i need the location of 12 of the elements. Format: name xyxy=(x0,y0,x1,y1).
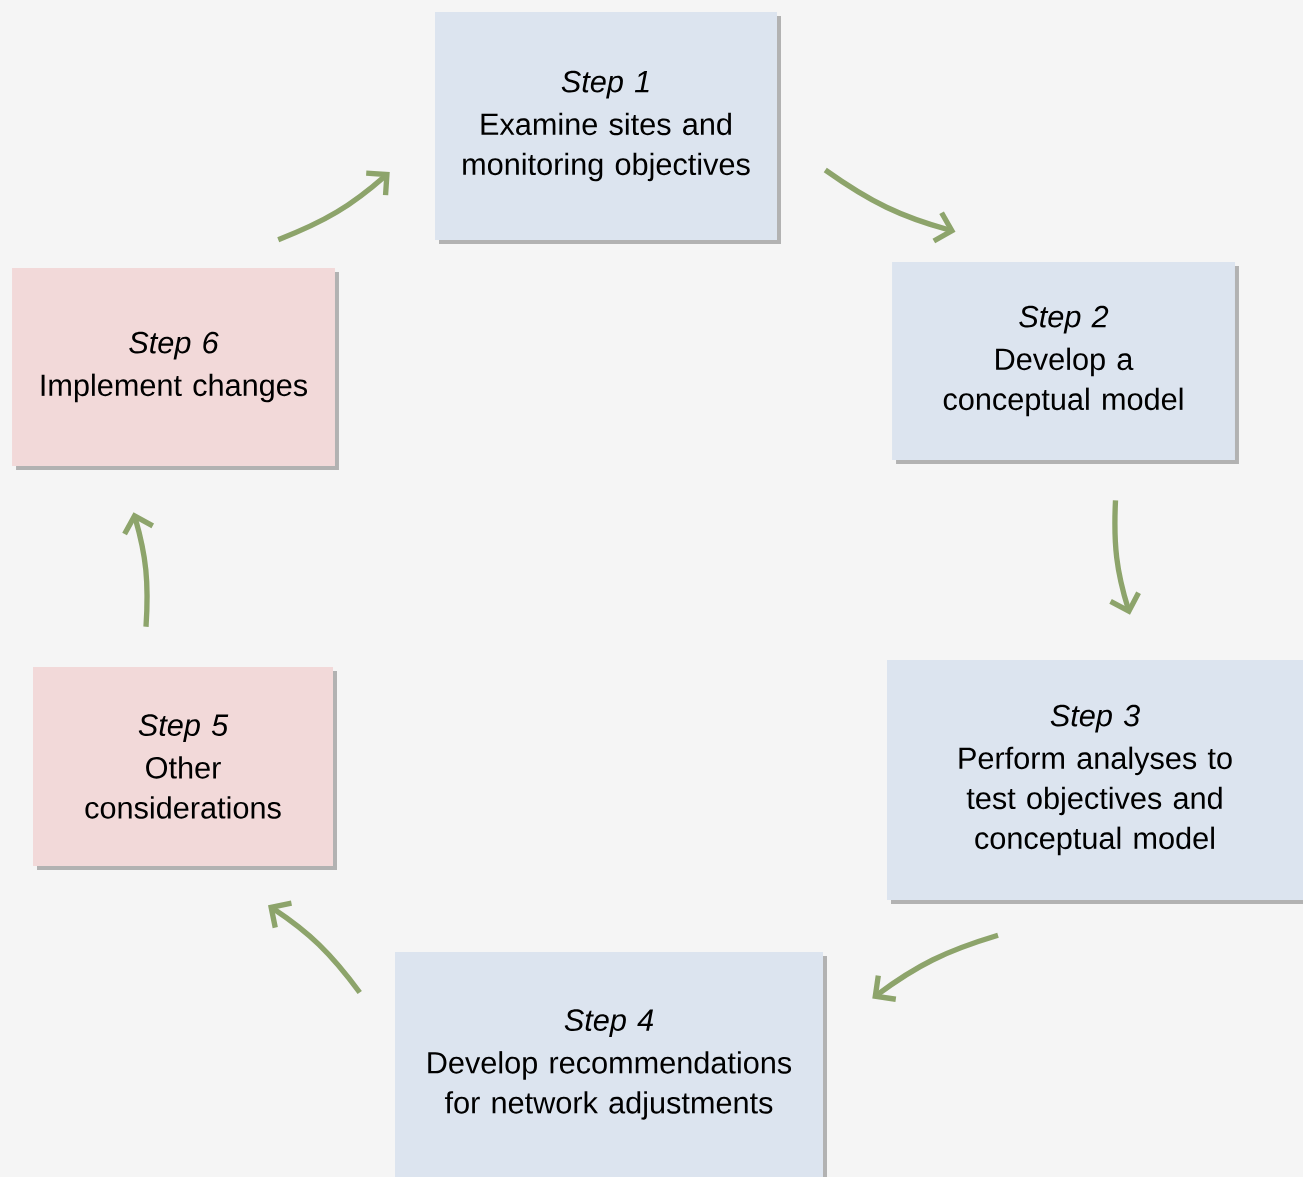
arrow xyxy=(122,512,155,627)
arrow xyxy=(872,932,999,1002)
process-box: Step 3 Perform analyses to test objectives and conceptual model xyxy=(887,660,1303,904)
process-box: Step 1 Examine sites and monitoring objectives xyxy=(435,12,781,244)
process-box: Step 2 Develop a conceptual model xyxy=(892,262,1239,464)
process-box: Step 6 Implement changes xyxy=(12,268,339,470)
arrow xyxy=(1109,500,1141,615)
arrow xyxy=(277,170,390,243)
arrow xyxy=(823,167,956,244)
process-box: Step 5 Other considerations xyxy=(33,667,337,870)
arrow xyxy=(268,900,362,995)
process-box: Step 4 Develop recommendations for network adjustments xyxy=(395,951,827,1177)
